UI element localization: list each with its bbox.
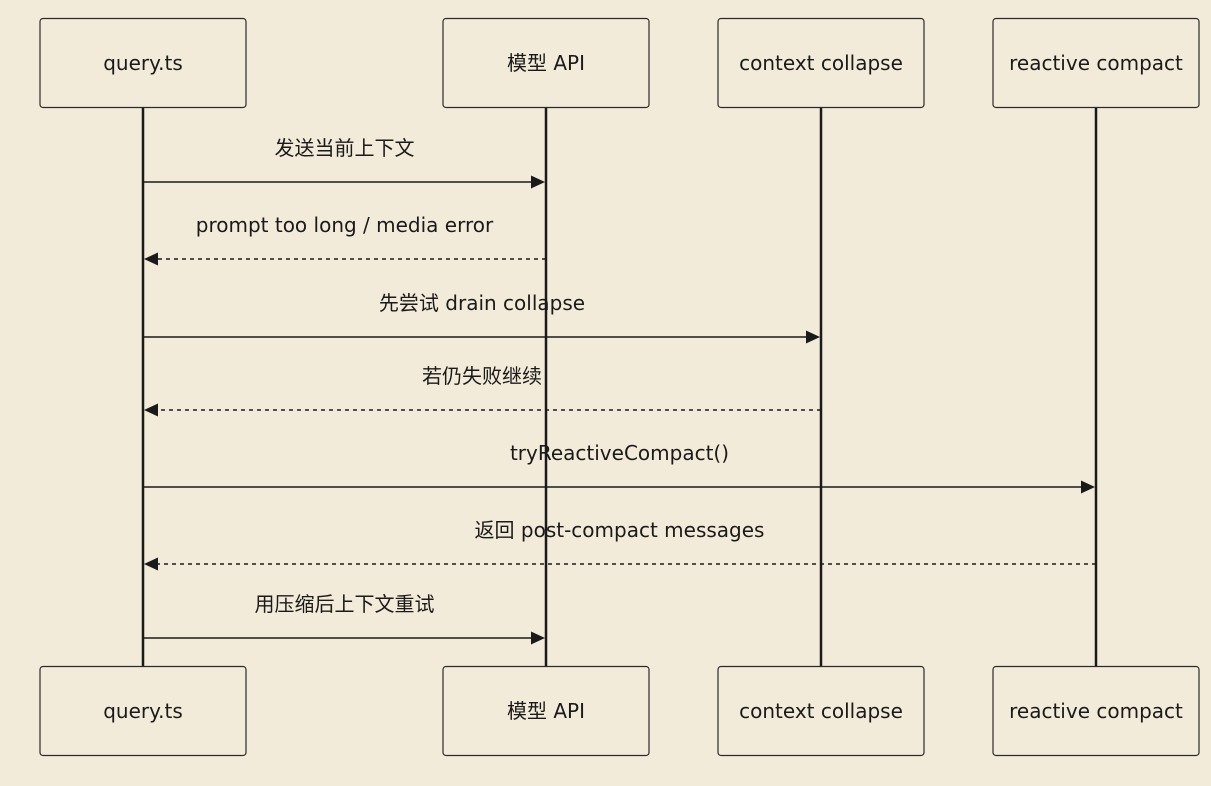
participant-box (717, 17, 925, 109)
participant-boxes: query.ts query.ts 模型 API 模型 API context coll… (39, 17, 1200, 757)
participant-label: 模型 API (507, 699, 585, 723)
participant-box (992, 665, 1200, 757)
participant-api-bottom: 模型 API (442, 665, 650, 757)
arrowhead-icon (531, 175, 545, 189)
message-label: 发送当前上下文 (275, 136, 415, 160)
message-4: 若仍失败继续 (144, 364, 821, 417)
arrowhead-icon (806, 330, 820, 344)
message-label: prompt too long / media error (196, 213, 494, 237)
participant-query-top: query.ts (39, 17, 247, 109)
participant-query-bottom: query.ts (39, 665, 247, 757)
arrowhead-icon (531, 631, 545, 645)
message-6: 返回 post-compact messages (144, 518, 1096, 571)
arrowhead-icon (1081, 480, 1095, 494)
messages: 发送当前上下文 prompt too long / media error 先尝试 … (143, 136, 1096, 645)
participant-api-top: 模型 API (442, 17, 650, 109)
message-label: 若仍失败继续 (422, 364, 542, 388)
participant-label: query.ts (103, 51, 183, 75)
participant-collapse-bottom: context collapse (717, 665, 925, 757)
message-label: 返回 post-compact messages (475, 518, 765, 542)
lifelines (141, 107, 1098, 667)
message-label: 用压缩后上下文重试 (255, 592, 435, 616)
participant-label: query.ts (103, 699, 183, 723)
participant-label: reactive compact (1009, 51, 1183, 75)
message-5: tryReactiveCompact() (143, 441, 1095, 494)
message-3: 先尝试 drain collapse (143, 291, 820, 344)
participant-box (39, 665, 247, 757)
message-7: 用压缩后上下文重试 (143, 592, 545, 645)
participant-label: context collapse (739, 51, 903, 75)
participant-label: context collapse (739, 699, 903, 723)
participant-box (992, 17, 1200, 109)
participant-box (442, 17, 650, 109)
participant-box (39, 17, 247, 109)
participant-box (717, 665, 925, 757)
participant-collapse-top: context collapse (717, 17, 925, 109)
participant-compact-bottom: reactive compact (992, 665, 1200, 757)
message-2: prompt too long / media error (144, 213, 546, 266)
participant-box (442, 665, 650, 757)
participant-label: 模型 API (507, 51, 585, 75)
arrowhead-icon (144, 252, 158, 266)
message-label: tryReactiveCompact() (510, 441, 729, 465)
arrowhead-icon (144, 557, 158, 571)
participant-label: reactive compact (1009, 699, 1183, 723)
arrowhead-icon (144, 403, 158, 417)
participant-compact-top: reactive compact (992, 17, 1200, 109)
message-label: 先尝试 drain collapse (379, 291, 585, 315)
message-1: 发送当前上下文 (143, 136, 545, 189)
